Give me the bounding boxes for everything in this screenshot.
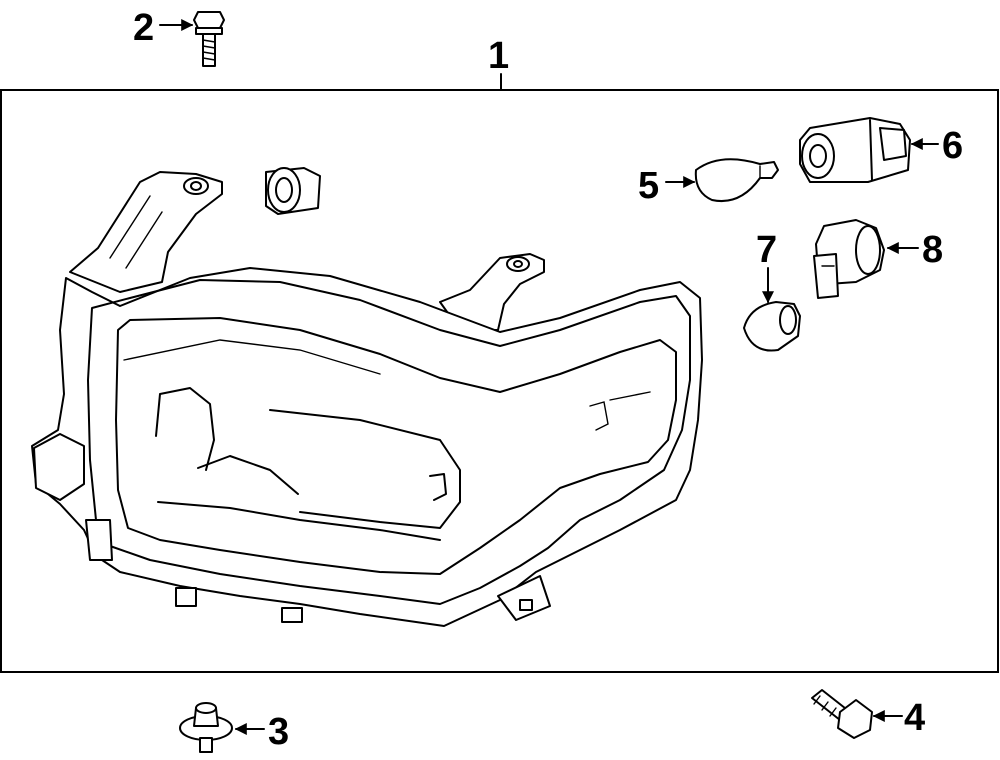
callout-3-label: 3 bbox=[268, 711, 289, 753]
assembly-frame bbox=[0, 89, 999, 673]
callout-8-label: 8 bbox=[922, 229, 943, 271]
callout-2[interactable]: 2 bbox=[133, 7, 194, 49]
part-8-socket[interactable] bbox=[813, 219, 885, 299]
callout-1[interactable]: 1 bbox=[488, 35, 509, 91]
part-5-bulb[interactable] bbox=[694, 158, 779, 202]
callout-7[interactable]: 7 bbox=[756, 229, 777, 304]
callout-5[interactable]: 5 bbox=[638, 165, 696, 207]
callout-2-label: 2 bbox=[133, 7, 154, 49]
callout-1-label: 1 bbox=[488, 35, 509, 77]
callout-4[interactable]: 4 bbox=[872, 697, 925, 739]
headlamp-assembly[interactable] bbox=[31, 171, 703, 627]
callout-4-label: 4 bbox=[904, 697, 925, 739]
part-1-grommet[interactable] bbox=[265, 167, 321, 215]
part-7-bulb[interactable] bbox=[743, 301, 801, 352]
part-6-socket[interactable] bbox=[799, 117, 911, 183]
callout-6[interactable]: 6 bbox=[910, 125, 963, 167]
callout-8[interactable]: 8 bbox=[886, 229, 943, 271]
callout-5-label: 5 bbox=[638, 165, 659, 207]
part-3-screw[interactable] bbox=[179, 702, 233, 753]
callout-7-label: 7 bbox=[756, 229, 777, 271]
callout-6-label: 6 bbox=[942, 125, 963, 167]
part-4-bolt[interactable] bbox=[811, 689, 873, 739]
callout-3[interactable]: 3 bbox=[234, 711, 289, 753]
part-2-bolt[interactable] bbox=[193, 11, 225, 67]
